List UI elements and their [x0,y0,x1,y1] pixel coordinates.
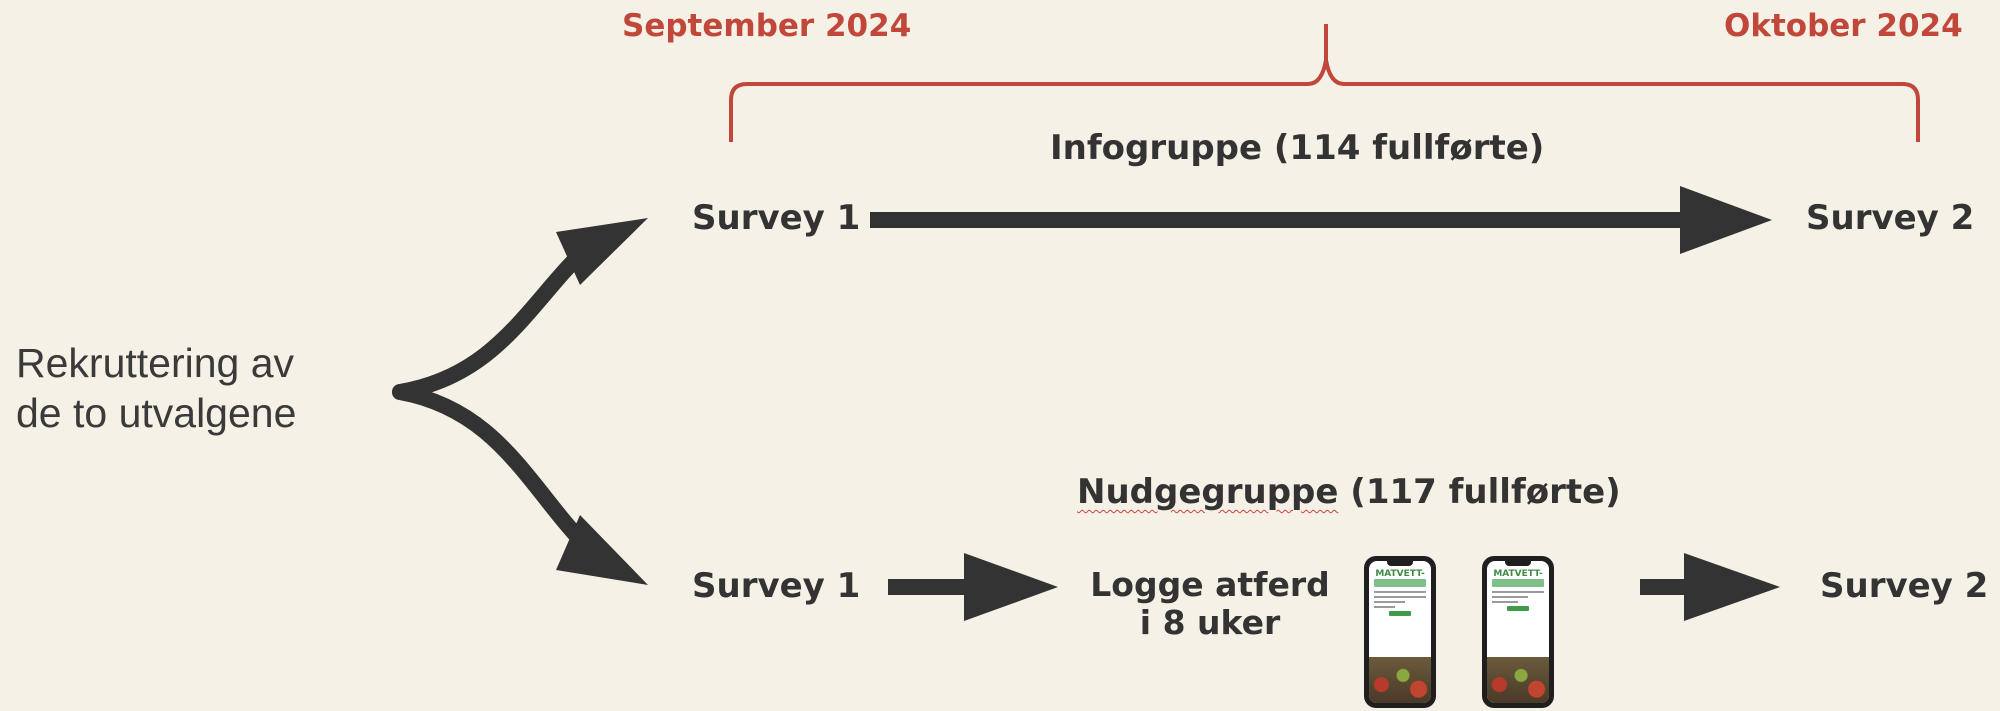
apples-photo [1487,657,1549,703]
nudge-arrow1-head [964,553,1058,621]
fork-arrow-lower [392,384,598,558]
phone-image-2: MATVETT- [1482,556,1554,708]
nudge-survey-end: Survey 2 [1820,566,1989,606]
phone-app-name: MATVETT- [1493,569,1543,579]
nudge-group-title: Nudgegruppe (117 fullførte) [1077,472,1621,512]
phone-notch [1387,561,1413,566]
recruitment-line1: Rekruttering av [16,340,295,386]
timeline-end-label: Oktober 2024 [1724,8,1963,44]
logging-line2: i 8 uker [1139,603,1281,642]
phone-app-name: MATVETT- [1375,569,1425,579]
nudge-group-count: (117 fullførte) [1338,472,1621,512]
timeline-brace [729,24,1920,142]
phone-text-lines [1369,587,1431,608]
nudge-survey-start: Survey 1 [692,566,861,606]
info-group-title: Infogruppe (114 fullførte) [1050,128,1545,168]
phone-screen-1: MATVETT- [1369,561,1431,703]
phone-text-lines [1487,587,1549,603]
fork-arrowhead-lower [556,515,648,585]
nudge-arrow2-head [1684,553,1780,621]
apples-photo [1369,657,1431,703]
phone-notch [1505,561,1531,566]
info-survey-start: Survey 1 [692,198,861,238]
fork-arrowhead-upper [556,218,648,285]
fork-arrow-upper [392,237,598,400]
logging-label: Logge atferd i 8 uker [1090,566,1330,642]
info-survey-end: Survey 2 [1806,198,1975,238]
phone-app-subtitle-bar [1492,579,1544,587]
phone-button [1507,606,1529,611]
phone-image-1: MATVETT- [1364,556,1436,708]
recruitment-label: Rekruttering av de to utvalgene [16,338,296,438]
logging-line1: Logge atferd [1090,565,1330,604]
phone-screen-2: MATVETT- [1487,561,1549,703]
nudge-group-word: Nudgegruppe [1077,472,1339,512]
recruitment-line2: de to utvalgene [16,390,297,436]
timeline-start-label: September 2024 [622,8,912,44]
phone-app-subtitle-bar [1374,579,1426,587]
phone-button [1389,611,1411,616]
info-arrowhead [1680,186,1772,254]
